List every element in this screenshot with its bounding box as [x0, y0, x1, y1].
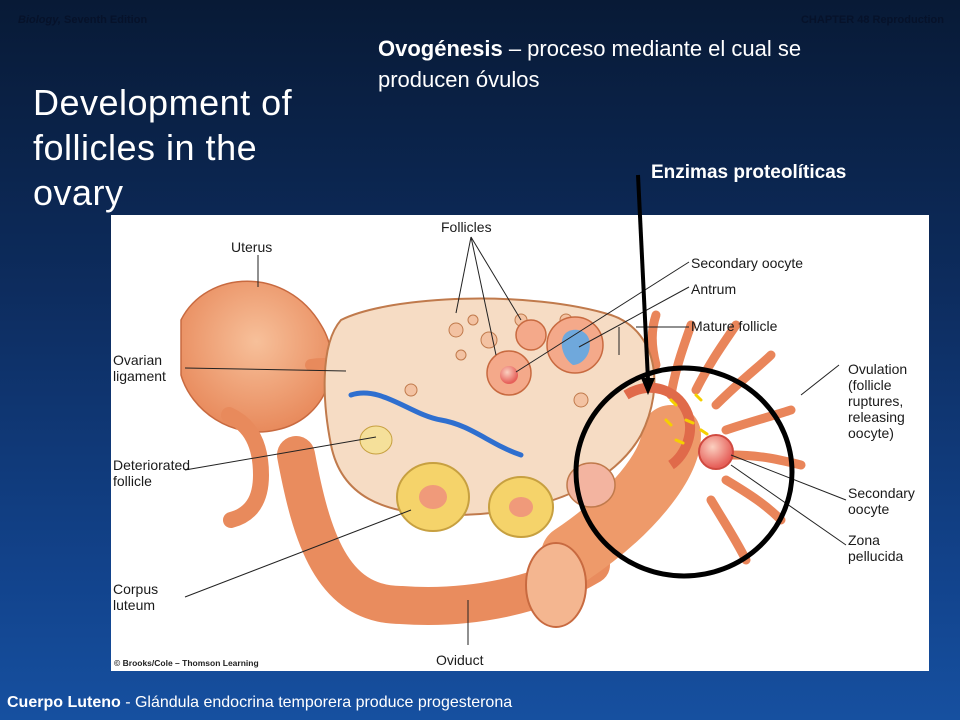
ovogenesis-text: – proceso mediante el cual se producen ó…: [378, 36, 802, 92]
label-uterus: Uterus: [231, 239, 273, 255]
uterine-tube-stub: [221, 407, 270, 528]
label-ovarian-ligament: Ovarian ligament: [113, 352, 166, 384]
book-title: Biology,: [18, 14, 61, 26]
label-secondary-oocyte-top: Secondary oocyte: [691, 255, 804, 271]
ovogenesis-term: Ovogénesis: [378, 36, 503, 61]
label-secondary-oocyte-bottom: Secondary oocyte: [848, 485, 915, 517]
ovary-figure: Uterus Follicles Secondary oocyte Antrum…: [111, 215, 929, 671]
growing-follicle-oocyte: [500, 366, 518, 384]
uterus-shape: [180, 280, 333, 433]
footer-note: Cuerpo Luteno - Glándula endocrina tempo…: [7, 694, 512, 712]
footer-definition: - Glándula endocrina temporera produce p…: [120, 694, 513, 711]
book-header: Biology, Seventh Edition: [18, 14, 147, 26]
label-corpus-luteum: Corpus luteum: [113, 581, 159, 613]
enzyme-marks: [664, 393, 709, 445]
slide-title: Development of follicles in the ovary: [33, 82, 293, 213]
oviduct-ampulla: [541, 405, 701, 585]
label-follicles: Follicles: [441, 219, 492, 235]
highlight-circle: [573, 365, 795, 579]
chapter-header: CHAPTER 48 Reproduction: [800, 14, 944, 26]
book-edition: Seventh Edition: [60, 14, 148, 26]
ovogenesis-definition: Ovogénesis – proceso mediante el cual se…: [378, 33, 818, 95]
released-oocyte: [698, 434, 734, 470]
corpus-lutea-shapes: [359, 425, 616, 538]
label-deteriorated-follicle: Deteriorated follicle: [113, 457, 191, 489]
label-mature-follicle: Mature follicle: [691, 318, 778, 334]
blood-vessel: [348, 390, 524, 458]
oviduct-opening: [525, 542, 587, 628]
leader-lines: [184, 236, 847, 645]
label-ovulation: Ovulation (follicle ruptures, releasing …: [848, 361, 908, 441]
label-antrum: Antrum: [691, 281, 737, 297]
enzymes-label: Enzimas proteolíticas: [651, 162, 847, 183]
ovary-illustration: [180, 236, 847, 645]
label-zona-pellucida: Zona pellucida: [848, 532, 904, 564]
growing-follicle-small: [515, 319, 547, 351]
figure-copyright: © Brooks/Cole – Thomson Learning: [114, 658, 259, 668]
label-oviduct: Oviduct: [436, 652, 484, 668]
footer-term: Cuerpo Luteno: [7, 694, 121, 711]
fimbriae: [647, 310, 806, 565]
